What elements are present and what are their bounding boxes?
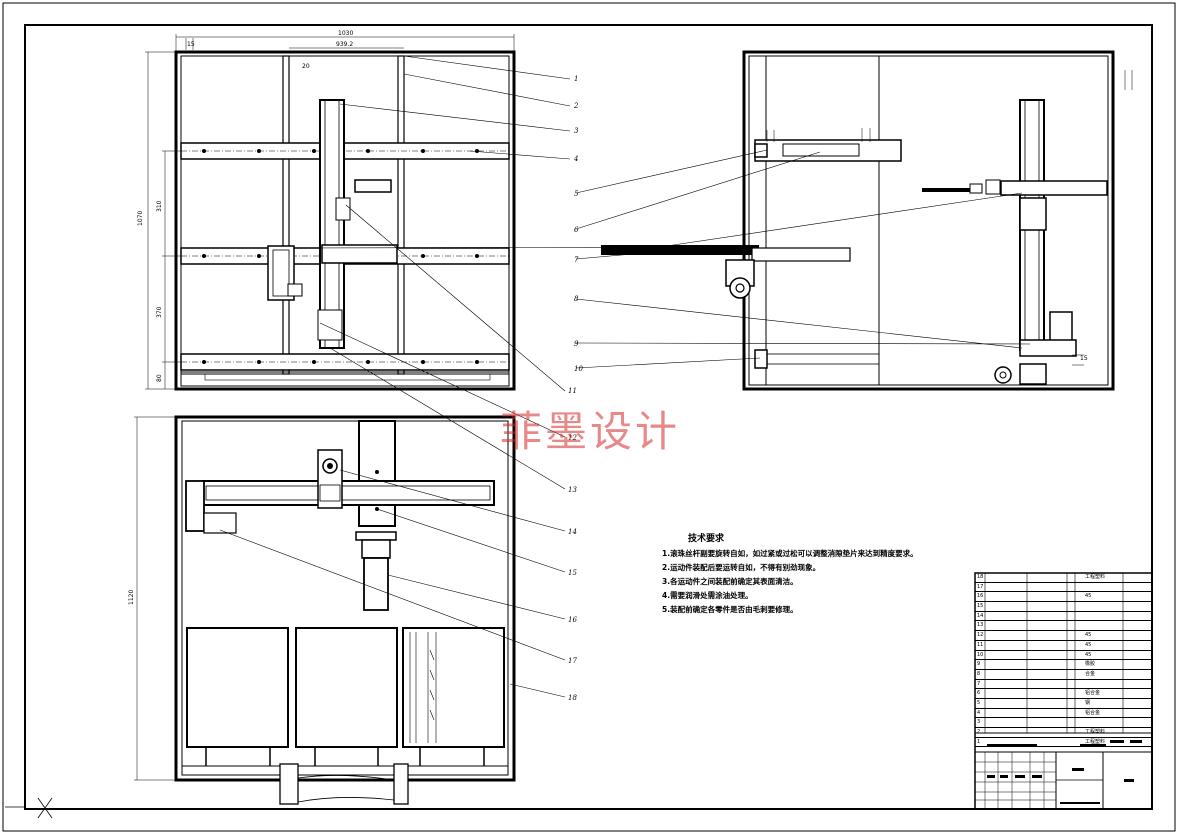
- bom-material: 合金: [1085, 670, 1096, 677]
- bom-row: 17: [975, 583, 1152, 593]
- dim-side-right: 15: [1080, 355, 1088, 362]
- bom-row: 3: [975, 718, 1152, 728]
- bom-row-number: 1: [977, 738, 981, 745]
- bom-row-number: 13: [977, 622, 984, 629]
- dim-spacing-lower: 370: [156, 306, 163, 318]
- side-view: 15: [601, 50, 1133, 391]
- bom-row: 10 45: [975, 651, 1152, 661]
- dim-left-margin: 15: [187, 41, 195, 48]
- bom-row-number: 2: [977, 729, 981, 735]
- leader-lines: [219, 55, 1031, 698]
- part-label-17: 17: [568, 657, 577, 665]
- part-label-13: 13: [568, 486, 577, 494]
- part-label-2: 2: [573, 102, 579, 110]
- bom-row: 6 铝合金: [975, 689, 1152, 699]
- bom-row-number: 18: [977, 574, 984, 580]
- bom-row-number: 3: [977, 719, 981, 726]
- dim-inner-width: 939.2: [336, 41, 353, 48]
- inner-border: [24, 24, 1153, 810]
- bom-row-number: 7: [977, 680, 981, 687]
- bom-material: 45: [1085, 593, 1092, 600]
- technical-requirements: 技术要求 1.滚珠丝杆副要旋转自如，如过紧或过松可以调整消隙垫片来达到精度要求。…: [662, 531, 962, 617]
- plan-view: 1030 939.2 20 15 1070 310 370 80: [137, 30, 516, 391]
- bom-row-number: 5: [977, 699, 981, 706]
- part-label-7: 7: [574, 256, 579, 264]
- dim-small-offset: 20: [302, 63, 310, 70]
- requirement-item: 4.需要润滑处需涂油处理。: [662, 591, 753, 600]
- bom-row-number: 8: [977, 670, 981, 677]
- part-label-10: 10: [574, 365, 583, 373]
- bom-row: 7: [975, 680, 1152, 690]
- part-label-6: 6: [574, 226, 579, 234]
- part-label-3: 3: [574, 127, 579, 135]
- bom-row: 9 橡胶: [975, 660, 1152, 670]
- bom-material: 工程塑料: [1085, 738, 1106, 745]
- bom-row-number: 15: [977, 603, 984, 610]
- part-labels: 1 2 3 4 5 6 7 8 9 10 11 12 13 14 15 16 1…: [568, 75, 583, 702]
- dim-top-width: 1030: [338, 30, 353, 37]
- dim-bottom-offset: 80: [156, 374, 163, 382]
- bom-material: 橡胶: [1085, 661, 1096, 668]
- dim-left-height: 1070: [137, 211, 144, 226]
- bom-row: 14: [975, 612, 1152, 622]
- bom-row: 18 工程塑料: [975, 573, 1152, 583]
- part-label-5: 5: [574, 190, 579, 198]
- front-view: 1120: [128, 415, 516, 805]
- bom-row-number: 17: [977, 583, 984, 590]
- bom-material: 工程塑料: [1085, 574, 1106, 580]
- bom-row-number: 6: [977, 690, 981, 697]
- bom-row: 15: [975, 602, 1152, 612]
- title-block: [974, 572, 1153, 810]
- watermark: 菲墨设计: [500, 407, 681, 456]
- dim-front-height: 1120: [128, 590, 135, 605]
- bom-row: 4 铝合金: [975, 709, 1152, 719]
- bom-material: 45: [1085, 632, 1092, 639]
- part-label-15: 15: [568, 569, 577, 577]
- requirement-item: 5.装配前确定各零件是否由毛刺要修理。: [662, 605, 798, 614]
- bom-row: 1 工程塑料: [975, 738, 1152, 748]
- part-label-11: 11: [568, 387, 577, 395]
- bom-material: 45: [1085, 641, 1092, 648]
- bom-row-number: 10: [977, 651, 984, 658]
- bom-row: 11 45: [975, 641, 1152, 651]
- part-label-1: 1: [574, 75, 578, 83]
- bom-material: 铝合金: [1085, 690, 1101, 697]
- requirement-item: 2.运动件装配后要运转自如，不得有别劲现象。: [662, 563, 821, 572]
- corner-mark: [5, 797, 53, 819]
- dim-spacing-upper: 310: [156, 200, 163, 212]
- bom-row: 12 45: [975, 631, 1152, 641]
- part-label-4: 4: [573, 155, 578, 163]
- bom-material: 工程塑料: [1085, 729, 1106, 735]
- bom-material: 钢: [1085, 699, 1091, 706]
- bom-row-number: 9: [977, 661, 981, 668]
- bom-row: 13: [975, 621, 1152, 632]
- bom-row-number: 14: [977, 612, 984, 619]
- technical-requirements-title: 技术要求: [688, 534, 725, 544]
- part-label-12: 12: [568, 434, 577, 442]
- bom-row-number: 16: [977, 593, 984, 600]
- part-label-9: 9: [574, 340, 579, 348]
- bom-material: 45: [1085, 651, 1092, 658]
- bom-material: 铝合金: [1085, 709, 1101, 716]
- bom-row: 8 合金: [975, 670, 1152, 680]
- part-label-8: 8: [574, 295, 579, 303]
- bom-row-number: 4: [977, 709, 981, 716]
- part-label-18: 18: [568, 694, 577, 702]
- bom-row-number: 11: [977, 641, 984, 648]
- requirement-item: 3.各运动件之间装配前确定其表面清洁。: [662, 577, 798, 586]
- bom-row: 2 工程塑料: [975, 728, 1152, 738]
- requirement-item: 1.滚珠丝杆副要旋转自如，如过紧或过松可以调整消隙垫片来达到精度要求。: [662, 549, 918, 558]
- part-label-16: 16: [568, 616, 577, 624]
- part-label-14: 14: [568, 528, 577, 536]
- bom-row-number: 12: [977, 632, 984, 639]
